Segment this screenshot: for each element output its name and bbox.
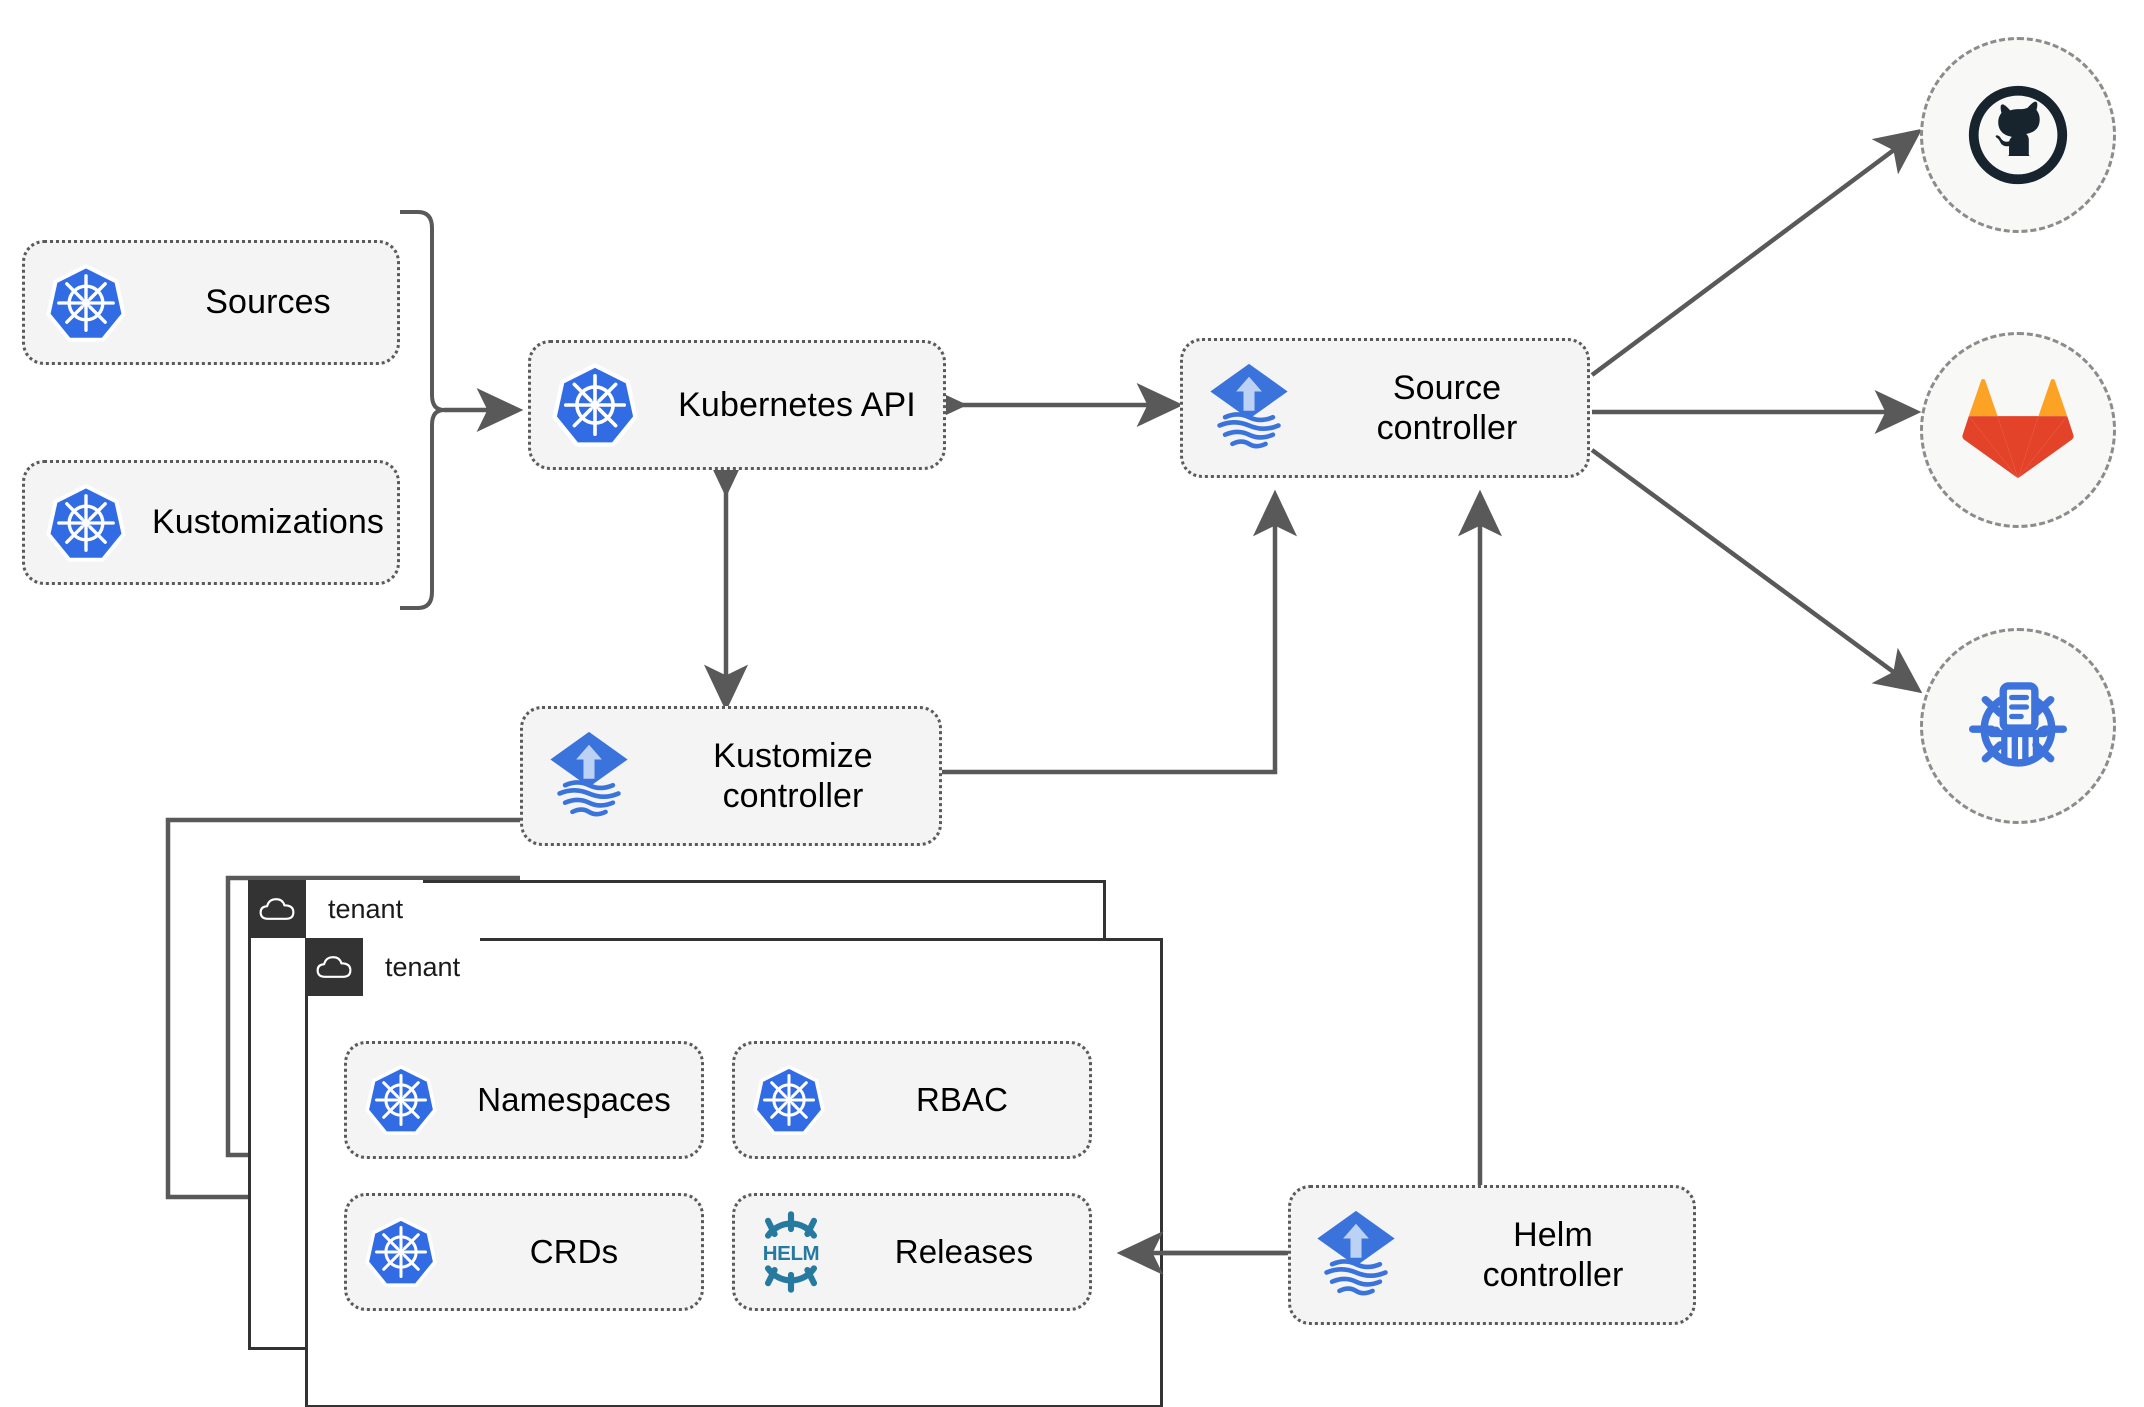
flux-icon	[1183, 360, 1315, 456]
node-kubernetes-api[interactable]: Kubernetes API	[528, 340, 946, 470]
tenant-resource-label: RBAC	[915, 1080, 1009, 1118]
provider-helm-repository[interactable]	[1920, 628, 2116, 824]
tenant-label: tenant	[306, 880, 424, 938]
kubernetes-icon	[531, 362, 659, 448]
tenant-resource-label: CRDs	[529, 1232, 619, 1270]
kubernetes-icon	[25, 483, 147, 563]
tenant-resource-releases[interactable]: HELM Releases	[732, 1193, 1092, 1311]
provider-gitlab[interactable]	[1920, 332, 2116, 528]
tenant-resource-label: Releases	[894, 1232, 1034, 1270]
github-icon	[1968, 85, 2068, 185]
tenant-title-bar: tenant	[248, 880, 424, 938]
cloud-icon	[305, 938, 363, 996]
tenant-window-front[interactable]: tenant	[305, 938, 1163, 1407]
tenant-resource-namespaces[interactable]: Namespaces	[344, 1041, 704, 1159]
tenant-label: tenant	[363, 938, 481, 996]
resource-box-sources[interactable]: Sources	[22, 240, 400, 365]
flux-icon	[523, 728, 655, 824]
resource-label: Sources	[205, 283, 331, 322]
helm-icon: HELM	[735, 1211, 847, 1293]
cloud-icon	[248, 880, 306, 938]
node-kustomize-controller[interactable]: Kustomize controller	[520, 706, 942, 846]
resource-box-kustomizations[interactable]: Kustomizations	[22, 460, 400, 585]
node-label: Kubernetes API	[678, 385, 916, 424]
provider-github[interactable]	[1920, 37, 2116, 233]
node-label: Kustomize controller	[713, 736, 873, 815]
gitlab-icon	[1962, 378, 2074, 479]
node-source-controller[interactable]: Source controller	[1180, 338, 1590, 478]
tenant-title-bar: tenant	[305, 938, 481, 996]
node-label: Helm controller	[1482, 1215, 1624, 1294]
node-label: Source controller	[1376, 368, 1518, 447]
tenant-resource-crds[interactable]: CRDs	[344, 1193, 704, 1311]
kubernetes-icon	[347, 1064, 455, 1136]
kubernetes-icon	[347, 1216, 455, 1288]
node-helm-controller[interactable]: Helm controller	[1288, 1185, 1696, 1325]
kubernetes-icon	[735, 1064, 843, 1136]
svg-text:HELM: HELM	[763, 1242, 819, 1265]
resource-label: Kustomizations	[152, 503, 384, 542]
kubernetes-icon	[25, 263, 147, 343]
helm-repository-icon	[1968, 682, 2068, 767]
flux-icon	[1291, 1207, 1421, 1303]
tenant-resource-label: Namespaces	[477, 1080, 671, 1118]
tenant-resource-rbac[interactable]: RBAC	[732, 1041, 1092, 1159]
